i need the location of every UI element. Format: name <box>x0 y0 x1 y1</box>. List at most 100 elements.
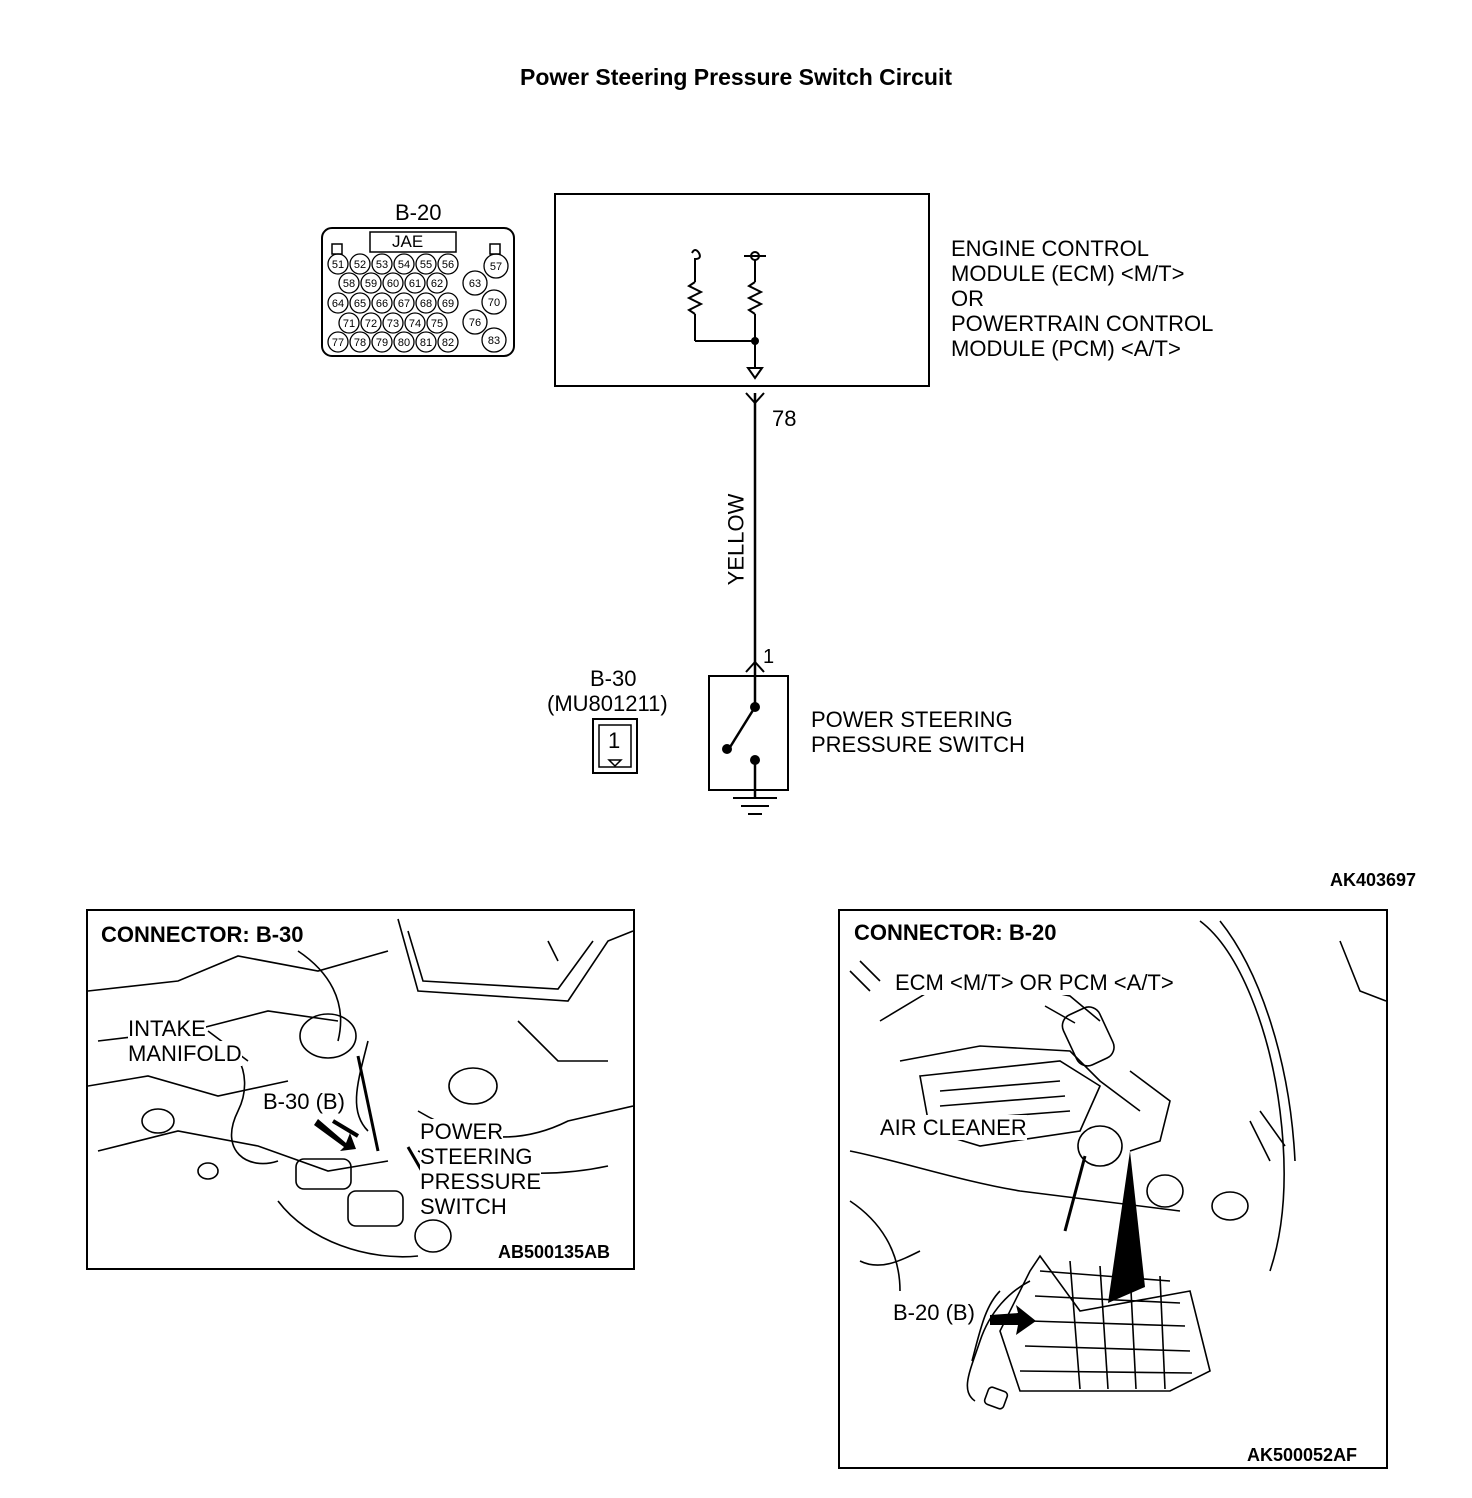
b20-pin-number: 63 <box>469 278 481 290</box>
b20-pin-number: 75 <box>431 318 443 330</box>
b20-pin-number: 59 <box>365 278 377 290</box>
b20-pin <box>349 292 371 314</box>
b20-pin-number: 69 <box>442 298 454 310</box>
b20-pin <box>349 331 371 353</box>
b20-pin <box>382 312 404 334</box>
ps-switch-callout-line2: STEERING <box>420 1144 533 1169</box>
b20-pin-number: 51 <box>332 259 344 271</box>
ecm-label-line3: OR <box>951 286 984 311</box>
b30-label: B-30 <box>590 666 637 691</box>
b20-pin <box>327 331 349 353</box>
ecm-internal-circuit <box>686 249 766 380</box>
b20-pin <box>404 272 426 294</box>
b20-pin-number: 70 <box>488 297 500 309</box>
panel-b20-code: AK500052AF <box>1247 1445 1358 1466</box>
ecm-pin-number: 78 <box>772 406 797 431</box>
b20-pin <box>426 272 448 294</box>
b20-pin <box>481 327 507 353</box>
b20-pin-number: 74 <box>409 318 421 330</box>
ps-switch-callout-line4: SWITCH <box>420 1194 507 1219</box>
b20-pin <box>327 292 349 314</box>
b20-pin-number: 55 <box>420 259 432 271</box>
ecm-label-line1: ENGINE CONTROL <box>951 236 1150 261</box>
b20-pin-number: 52 <box>354 259 366 271</box>
b20-pin <box>382 272 404 294</box>
b20-pin <box>371 331 393 353</box>
b20-pin <box>360 272 382 294</box>
junction-dot <box>751 337 759 345</box>
b20-pin-number: 72 <box>365 318 377 330</box>
b20-pin <box>415 292 437 314</box>
intake-manifold-label-line1: INTAKE <box>128 1016 206 1041</box>
b20-pin-number: 81 <box>420 337 432 349</box>
b20-pin-number: 61 <box>409 278 421 290</box>
ecm-label-line5: MODULE (PCM) <A/T> <box>951 336 1181 361</box>
b20-pin <box>462 309 488 335</box>
air-cleaner-callout-label: AIR CLEANER <box>880 1115 1027 1140</box>
switch-label-line2: PRESSURE SWITCH <box>811 732 1025 757</box>
b20-pin <box>415 331 437 353</box>
connector-b30-location-panel: CONNECTOR: B-30 INTAKE MANIFOLD B-30 (B)… <box>86 909 635 1270</box>
b20-pin <box>426 312 448 334</box>
ecm-box <box>554 193 930 387</box>
b20-pin-number: 66 <box>376 298 388 310</box>
b20-pin-number: 76 <box>469 317 481 329</box>
switch-contacts <box>725 676 757 798</box>
ecm-label-line4: POWERTRAIN CONTROL <box>951 311 1214 336</box>
intake-manifold-label-line2: MANIFOLD <box>128 1041 242 1066</box>
b20-pin <box>327 253 349 275</box>
b20-pin <box>338 272 360 294</box>
b20-pin-number: 79 <box>376 337 388 349</box>
yellow-wire <box>745 392 765 676</box>
b20-pin <box>404 312 426 334</box>
wire-color-label: YELLOW <box>723 493 749 586</box>
b20-pin <box>437 292 459 314</box>
b20-maker-label: JAE <box>392 232 424 251</box>
panel-b30-heading: CONNECTOR: B-30 <box>99 922 306 948</box>
b20-pin <box>393 292 415 314</box>
b20-pin-number: 65 <box>354 298 366 310</box>
connector-b20-location-panel: CONNECTOR: B-20 ECM <M/T> OR PCM <A/T> A… <box>838 909 1388 1469</box>
ecm-pcm-callout-label: ECM <M/T> OR PCM <A/T> <box>895 970 1174 995</box>
ecm-label-line2: MODULE (ECM) <M/T> <box>951 261 1185 286</box>
diagram-code: AK403697 <box>1330 870 1417 890</box>
b20-pin-number: 68 <box>420 298 432 310</box>
switch-box <box>708 675 789 791</box>
b20-pin <box>437 331 459 353</box>
b30-part-number: (MU801211) <box>547 691 668 716</box>
b20-label: B-20 <box>395 200 442 225</box>
b20-pin-number: 77 <box>332 337 344 349</box>
b20-pin-number: 71 <box>343 318 355 330</box>
b20-pin-number: 54 <box>398 259 410 271</box>
b20-pin <box>462 270 488 296</box>
b20-pin <box>481 289 507 315</box>
b20-pin <box>483 253 509 279</box>
b20-pin <box>393 331 415 353</box>
b30-connector-symbol <box>592 718 638 774</box>
b20-pin-number: 57 <box>490 261 502 273</box>
switch-pin-number: 1 <box>763 646 775 668</box>
engine-bay-illustration-b30 <box>88 918 633 1258</box>
b20-pin-number: 62 <box>431 278 443 290</box>
b20-pin-number: 80 <box>398 337 410 349</box>
b20-pin-number: 83 <box>488 335 500 347</box>
ps-switch-callout-line3: PRESSURE <box>420 1169 542 1194</box>
b20-pin-number: 73 <box>387 318 399 330</box>
b20-pin-number: 60 <box>387 278 399 290</box>
panel-b30-code: AB500135AB <box>498 1242 611 1263</box>
b20-pin-number: 78 <box>354 337 366 349</box>
b20-pin-number: 56 <box>442 259 454 271</box>
b20-pin-number: 67 <box>398 298 410 310</box>
ground-symbol <box>733 797 777 815</box>
page-title: Power Steering Pressure Switch Circuit <box>519 64 953 90</box>
b20-pin-number: 53 <box>376 259 388 271</box>
b20-pin <box>360 312 382 334</box>
b20-pin <box>437 253 459 275</box>
b20-pin <box>371 292 393 314</box>
panel-b20-heading: CONNECTOR: B-20 <box>852 920 1059 946</box>
switch-label-line1: POWER STEERING <box>811 707 1013 732</box>
b20-pin <box>338 312 360 334</box>
b20-pin-number: 58 <box>343 278 355 290</box>
